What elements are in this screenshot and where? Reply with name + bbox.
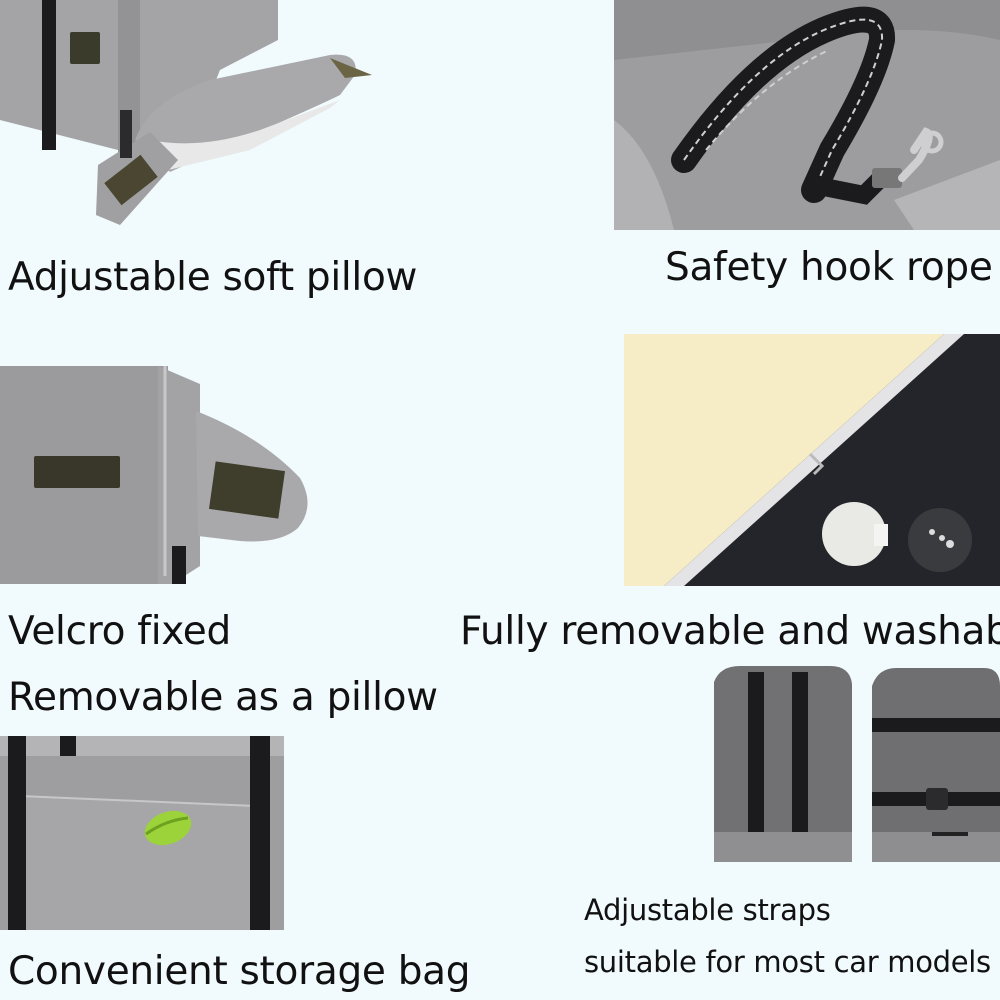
washable-cover-photo-art [624,334,1000,586]
caption-removable-as-a-pillow: Removable as a pillow [8,675,438,720]
caption-suitable-for-most-car-models: suitable for most car models [584,945,991,979]
caption-fully-removable-and-washable: Fully removable and washable [460,609,1000,654]
caption-safety-hook-rope: Safety hook rope [665,245,993,290]
velcro-photo [0,366,312,584]
caption-adjustable-straps: Adjustable straps [584,893,831,927]
caption-convenient-storage-bag: Convenient storage bag [8,949,471,994]
pillow-photo [0,0,372,232]
washable-cover-photo [624,334,1000,586]
pillow-photo-art [0,0,372,232]
caption-adjustable-soft-pillow: Adjustable soft pillow [8,255,418,300]
hook-rope-photo [614,0,1000,230]
hook-rope-photo-art [614,0,1000,230]
velcro-photo-art [0,366,312,584]
storage-bag-photo [0,736,284,930]
caption-velcro-fixed: Velcro fixed [8,609,231,654]
straps-photo [700,662,1000,868]
straps-photo-art [700,662,1000,868]
storage-bag-photo-art [0,736,284,930]
